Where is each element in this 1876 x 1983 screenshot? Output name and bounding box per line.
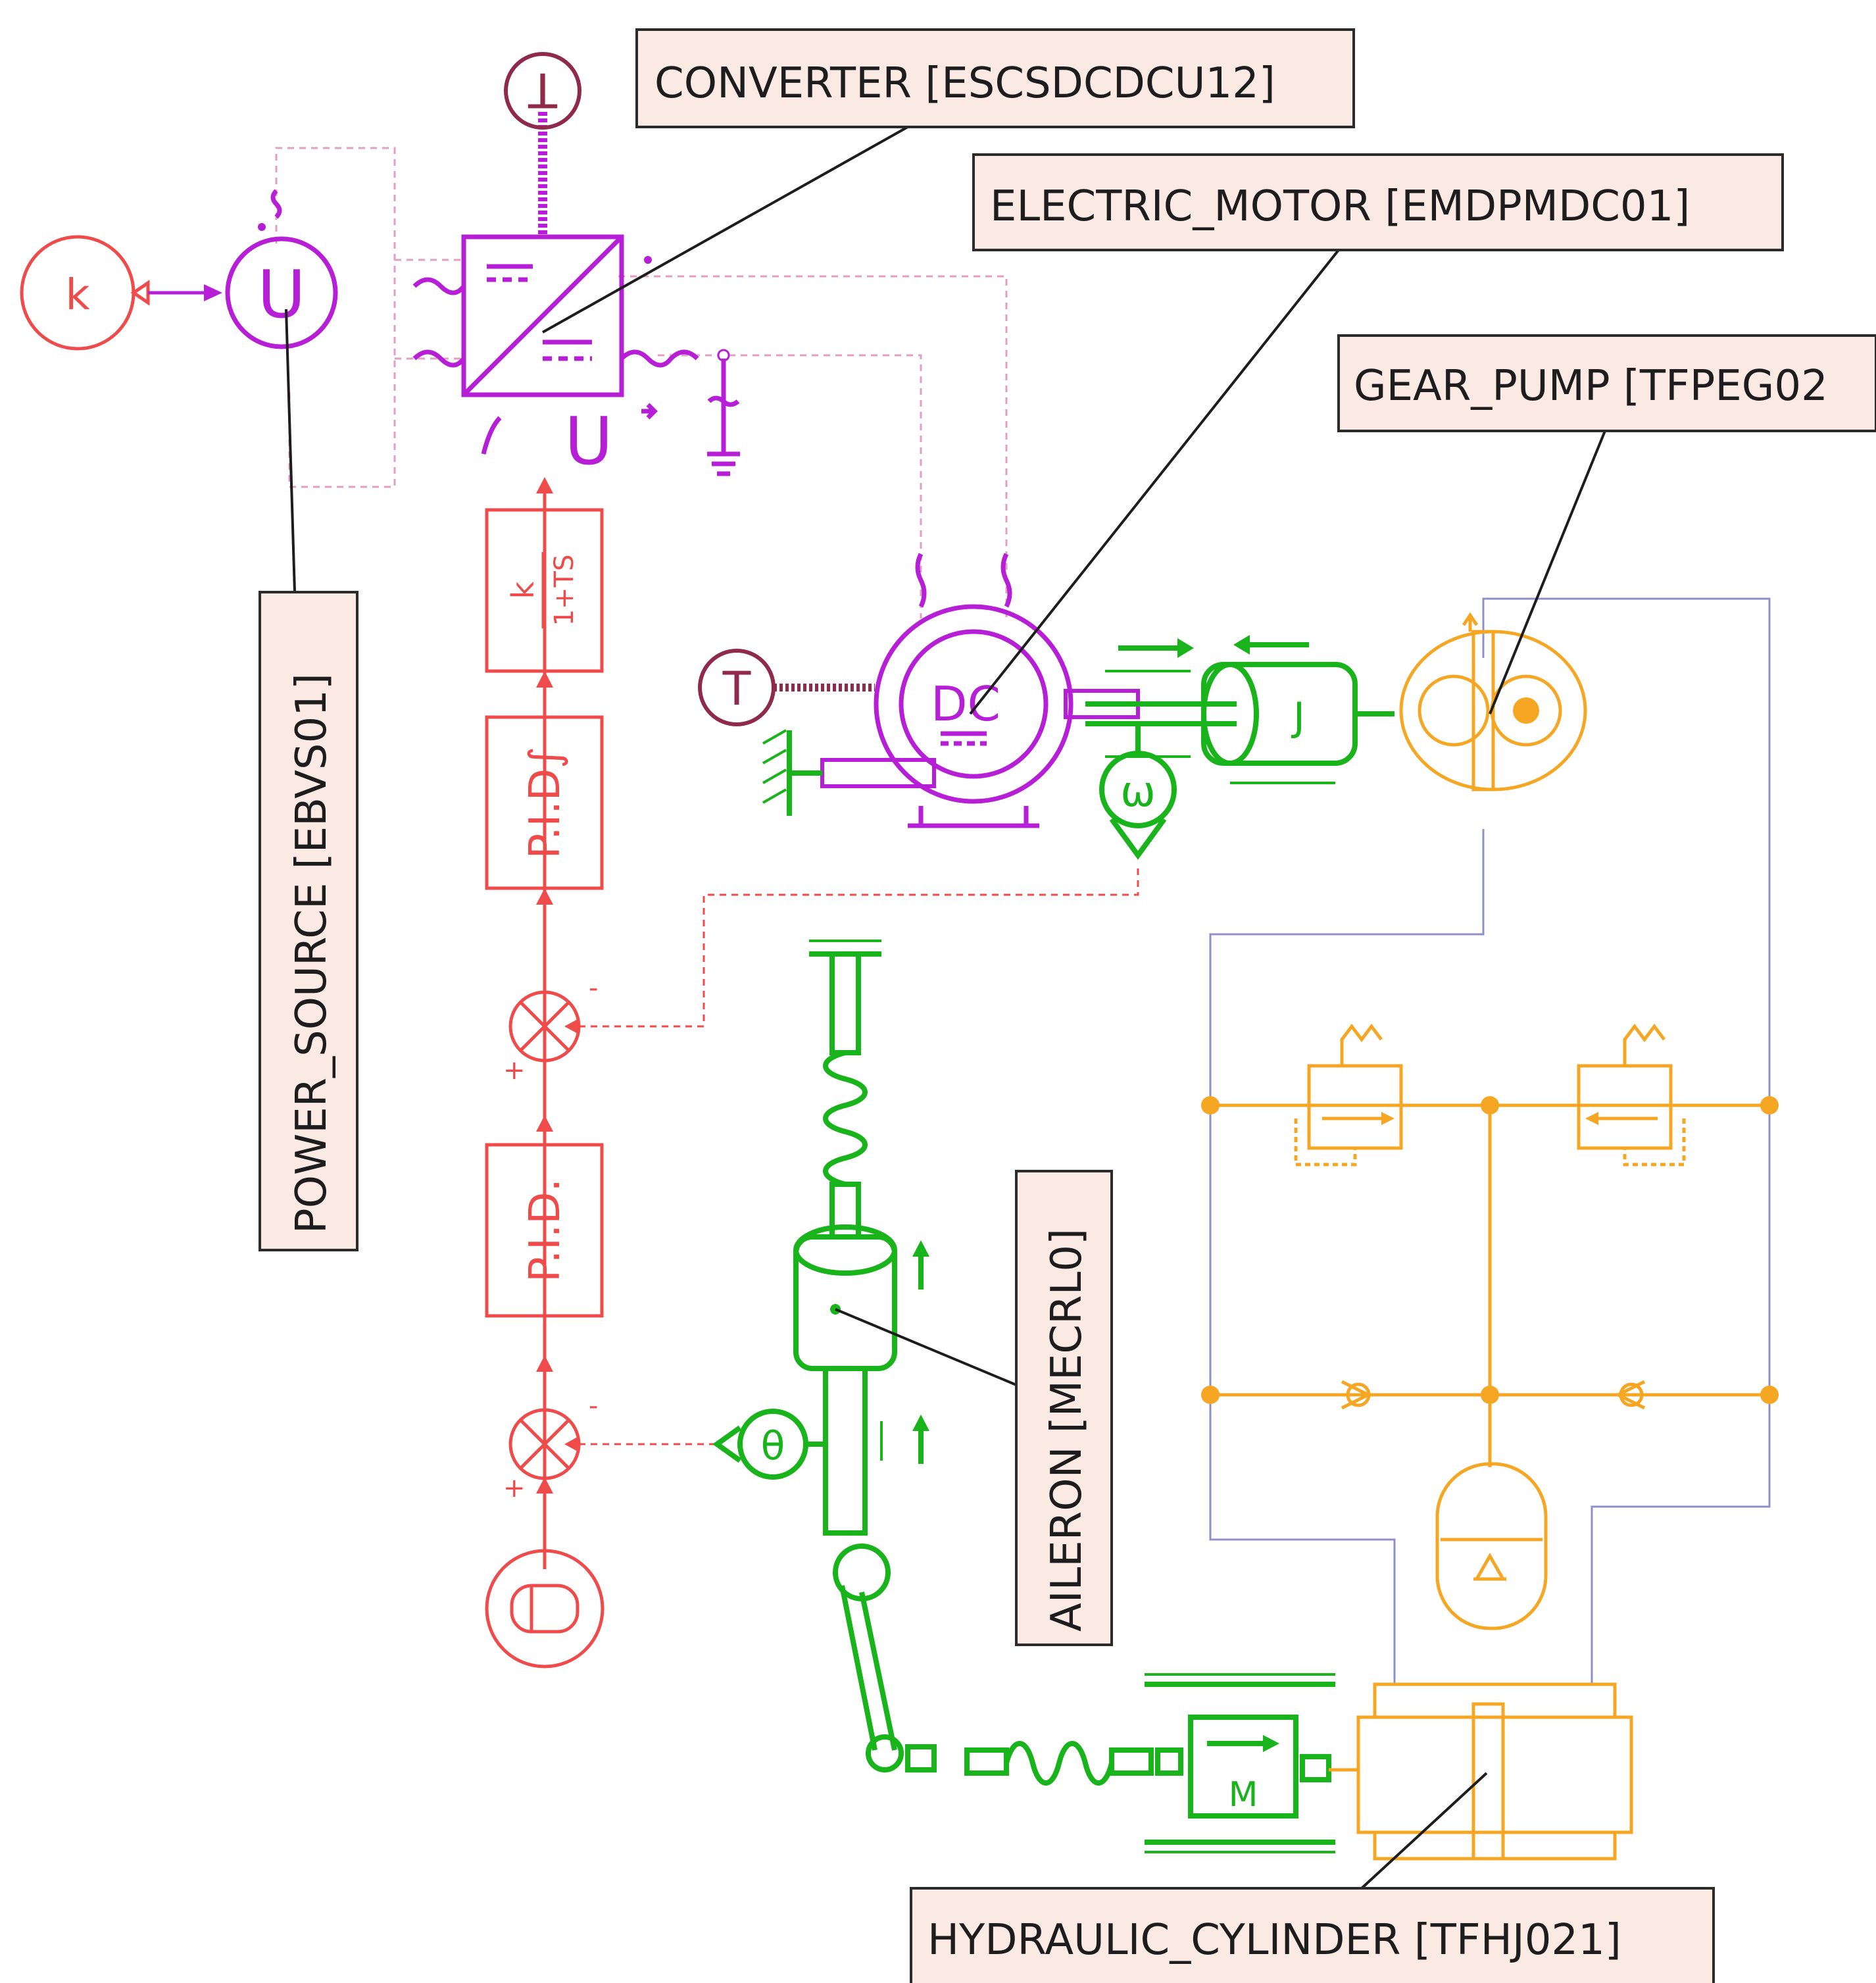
converter-output-symbol: U (564, 403, 612, 480)
voltage-source[interactable]: U (225, 189, 338, 349)
relief-valve-left[interactable] (1294, 1023, 1403, 1167)
hydraulic-cylinder-label-box: HYDRAULIC_CYLINDER [TFHJ021] (910, 1887, 1715, 1983)
gear-pump-label-box: GEAR_PUMP [TFPEG02 (1337, 334, 1876, 432)
hydraulic-cylinder-label: HYDRAULIC_CYLINDER [TFHJ021] (927, 1916, 1621, 1965)
hydraulic-cylinder[interactable] (1329, 1682, 1633, 1861)
profile-source[interactable] (485, 1549, 605, 1669)
hydraulic-pipes (1209, 597, 1771, 1684)
first-order-lag-block[interactable]: k 1+TS (485, 508, 604, 673)
aileron-mechanism[interactable] (793, 940, 929, 1772)
speed-symbol: ω (1120, 768, 1156, 816)
relief-valve-network (1201, 1096, 1779, 1467)
pid-integral-label: P.I.D∫ (521, 747, 570, 859)
aileron-label: AILERON [MECRL0] (1043, 1228, 1091, 1632)
converter-leader (542, 126, 908, 334)
gain-symbol: k (65, 271, 89, 320)
aileron-label-box: AILERON [MECRL0] (1015, 1170, 1113, 1646)
power-source-label: POWER_SOURCE [EBVS01] (287, 673, 336, 1234)
speed-feedback-line (579, 868, 1139, 1028)
lag-denominator: 1+TS (549, 555, 580, 626)
sum2-minus: - (589, 1391, 598, 1421)
electric-motor-leader (969, 249, 1340, 715)
power-source-label-box: POWER_SOURCE [EBVS01] (259, 591, 358, 1251)
pid-block[interactable]: P.I.D. (485, 1143, 604, 1318)
motor-ground (762, 729, 822, 816)
converter-label: CONVERTER [ESCSDCDCU12] (654, 59, 1275, 108)
pid-integral-block[interactable]: P.I.D∫ (485, 715, 604, 890)
gear-pump-label: GEAR_PUMP [TFPEG02 (1354, 362, 1828, 411)
electric-motor-label: ELECTRIC_MOTOR [EMDPMDC01] (990, 182, 1690, 231)
mass-symbol: M (1229, 1775, 1258, 1815)
converter-block[interactable]: U (412, 112, 740, 480)
angle-symbol: θ (761, 1423, 785, 1469)
power-source-leader (285, 309, 296, 593)
pid-label: P.I.D. (521, 1178, 570, 1282)
sum1-plus: + (503, 1055, 526, 1086)
thermal-port-top[interactable]: T (504, 52, 581, 130)
motor-label: DC (931, 676, 1000, 732)
hydraulic-cylinder-leader (1360, 1772, 1488, 1890)
linkage-spring (905, 1741, 1183, 1786)
summing-junction-speed[interactable]: + - (503, 973, 598, 1086)
check-valves[interactable] (1341, 1380, 1646, 1410)
accumulator[interactable] (1435, 1462, 1548, 1630)
thermal-port-motor[interactable]: T (698, 649, 875, 726)
gain-source[interactable]: k (20, 235, 222, 351)
temp-motor-symbol: T (722, 662, 751, 716)
angle-sensor[interactable]: θ (712, 1409, 826, 1480)
lag-numerator: k (505, 581, 541, 599)
motor-shaft (1085, 638, 1237, 758)
gear-pump-leader (1489, 430, 1606, 715)
inertia-block[interactable]: J (1201, 635, 1395, 784)
speed-sensor[interactable]: ω (1099, 724, 1177, 860)
converter-label-box: CONVERTER [ESCSDCDCU12] (635, 28, 1355, 128)
inertia-symbol: J (1291, 694, 1305, 740)
electric-motor[interactable]: DC (820, 553, 1140, 828)
aileron-leader (835, 1308, 1017, 1386)
mass-block[interactable]: M (1145, 1673, 1335, 1853)
electrical-dashed-connections (275, 147, 1008, 618)
sum2-plus: + (503, 1473, 526, 1503)
sum1-minus: - (589, 973, 598, 1003)
temp-top-symbol: T (528, 63, 558, 118)
relief-valve-right[interactable] (1577, 1023, 1686, 1167)
voltage-symbol: U (257, 256, 305, 333)
electric-motor-label-box: ELECTRIC_MOTOR [EMDPMDC01] (972, 153, 1784, 251)
summing-junction-angle[interactable]: + - (503, 1391, 598, 1503)
